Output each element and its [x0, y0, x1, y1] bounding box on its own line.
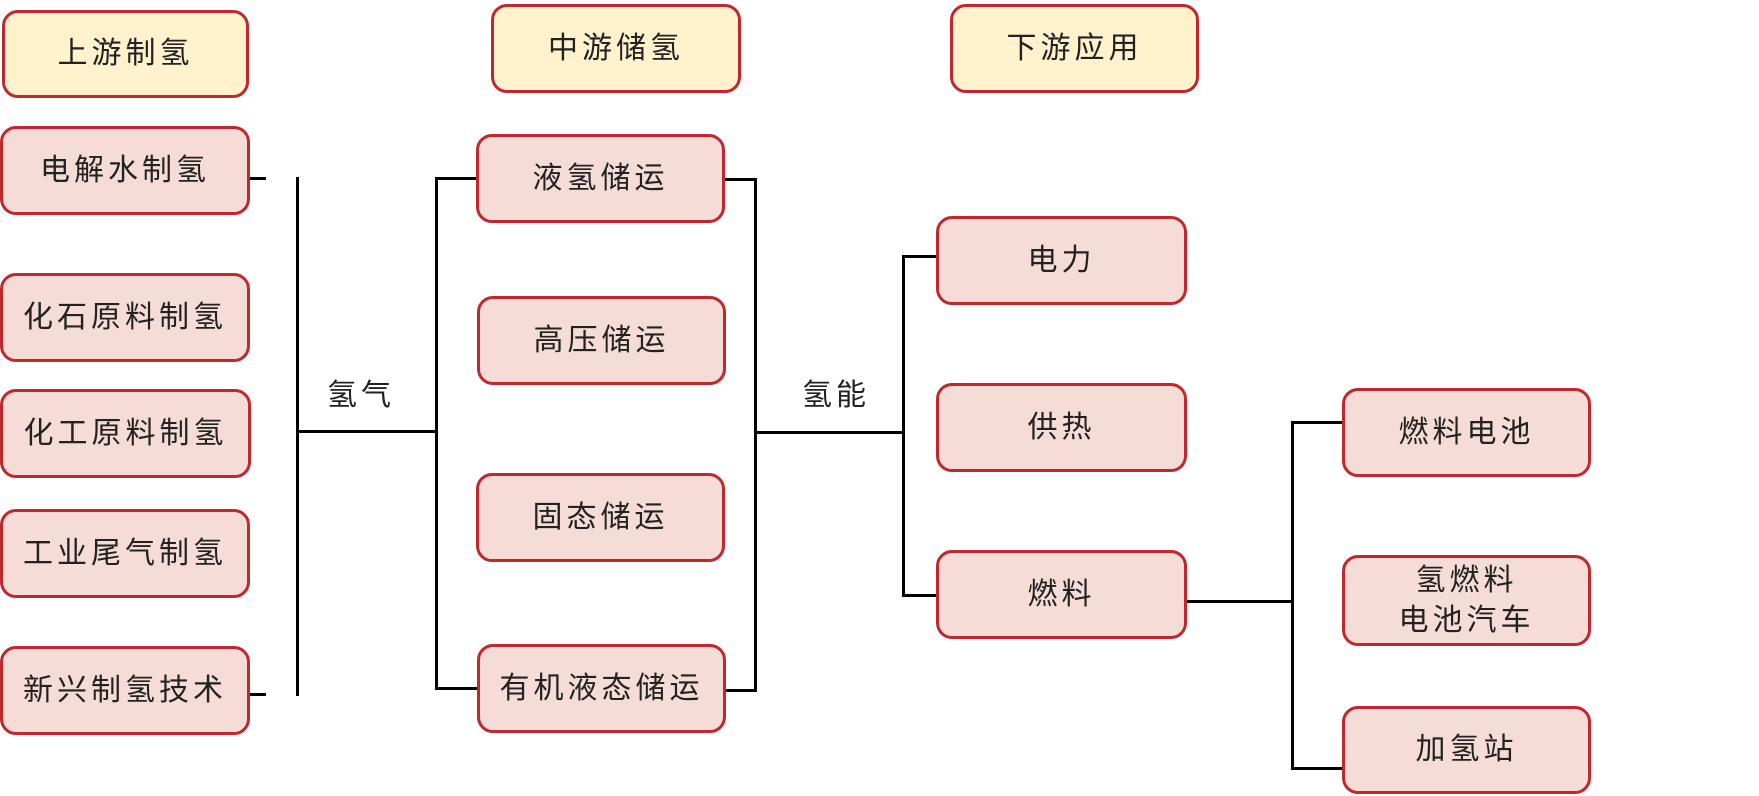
downstream-header: 下游应用: [950, 4, 1199, 93]
midstream-item-solid-state: 固态储运: [476, 473, 725, 562]
downstream-item-heating: 供热: [936, 383, 1187, 472]
downstream-item-power: 电力: [936, 216, 1187, 305]
connector-line: [724, 689, 757, 692]
upstream-item-emerging-tech: 新兴制氢技术: [0, 646, 250, 735]
fuel-item-refueling-station: 加氢站: [1342, 706, 1591, 794]
connector-line: [754, 431, 905, 434]
connector-line: [296, 430, 436, 433]
fuel-cell-vehicle-line-2: 电池汽车: [1398, 602, 1535, 638]
connector-line: [1185, 600, 1294, 603]
connector-line: [902, 255, 937, 258]
midstream-item-high-pressure: 高压储运: [477, 296, 726, 385]
upstream-item-chemical: 化工原料制氢: [0, 389, 251, 478]
connector-line: [1291, 767, 1343, 770]
hydrogen-gas-label: 氢气: [327, 378, 395, 413]
connector-line: [1291, 421, 1343, 424]
connector-line: [724, 178, 757, 181]
midstream-item-organic-liquid: 有机液态储运: [477, 644, 726, 733]
midstream-item-liquid-hydrogen: 液氢储运: [476, 134, 725, 223]
fuel-item-fuel-cell: 燃料电池: [1342, 388, 1591, 477]
hydrogen-energy-label: 氢能: [802, 378, 870, 413]
connector-line: [1291, 421, 1294, 770]
connector-line: [902, 255, 905, 597]
upstream-header: 上游制氢: [2, 10, 249, 98]
midstream-header: 中游储氢: [491, 4, 741, 93]
upstream-item-industrial-tail-gas: 工业尾气制氢: [0, 509, 250, 598]
downstream-item-fuel: 燃料: [936, 550, 1187, 639]
connector-line: [902, 594, 937, 597]
connector-line: [296, 177, 299, 696]
connector-line: [754, 178, 757, 692]
connector-line: [435, 687, 477, 690]
connector-line: [435, 177, 477, 180]
connector-line: [435, 177, 438, 690]
fuel-item-fuel-cell-vehicle: 氢燃料 电池汽车: [1342, 555, 1591, 646]
upstream-item-electrolysis: 电解水制氢: [0, 126, 250, 215]
fuel-cell-vehicle-line-1: 氢燃料: [1415, 562, 1518, 598]
upstream-item-fossil: 化石原料制氢: [0, 273, 250, 362]
